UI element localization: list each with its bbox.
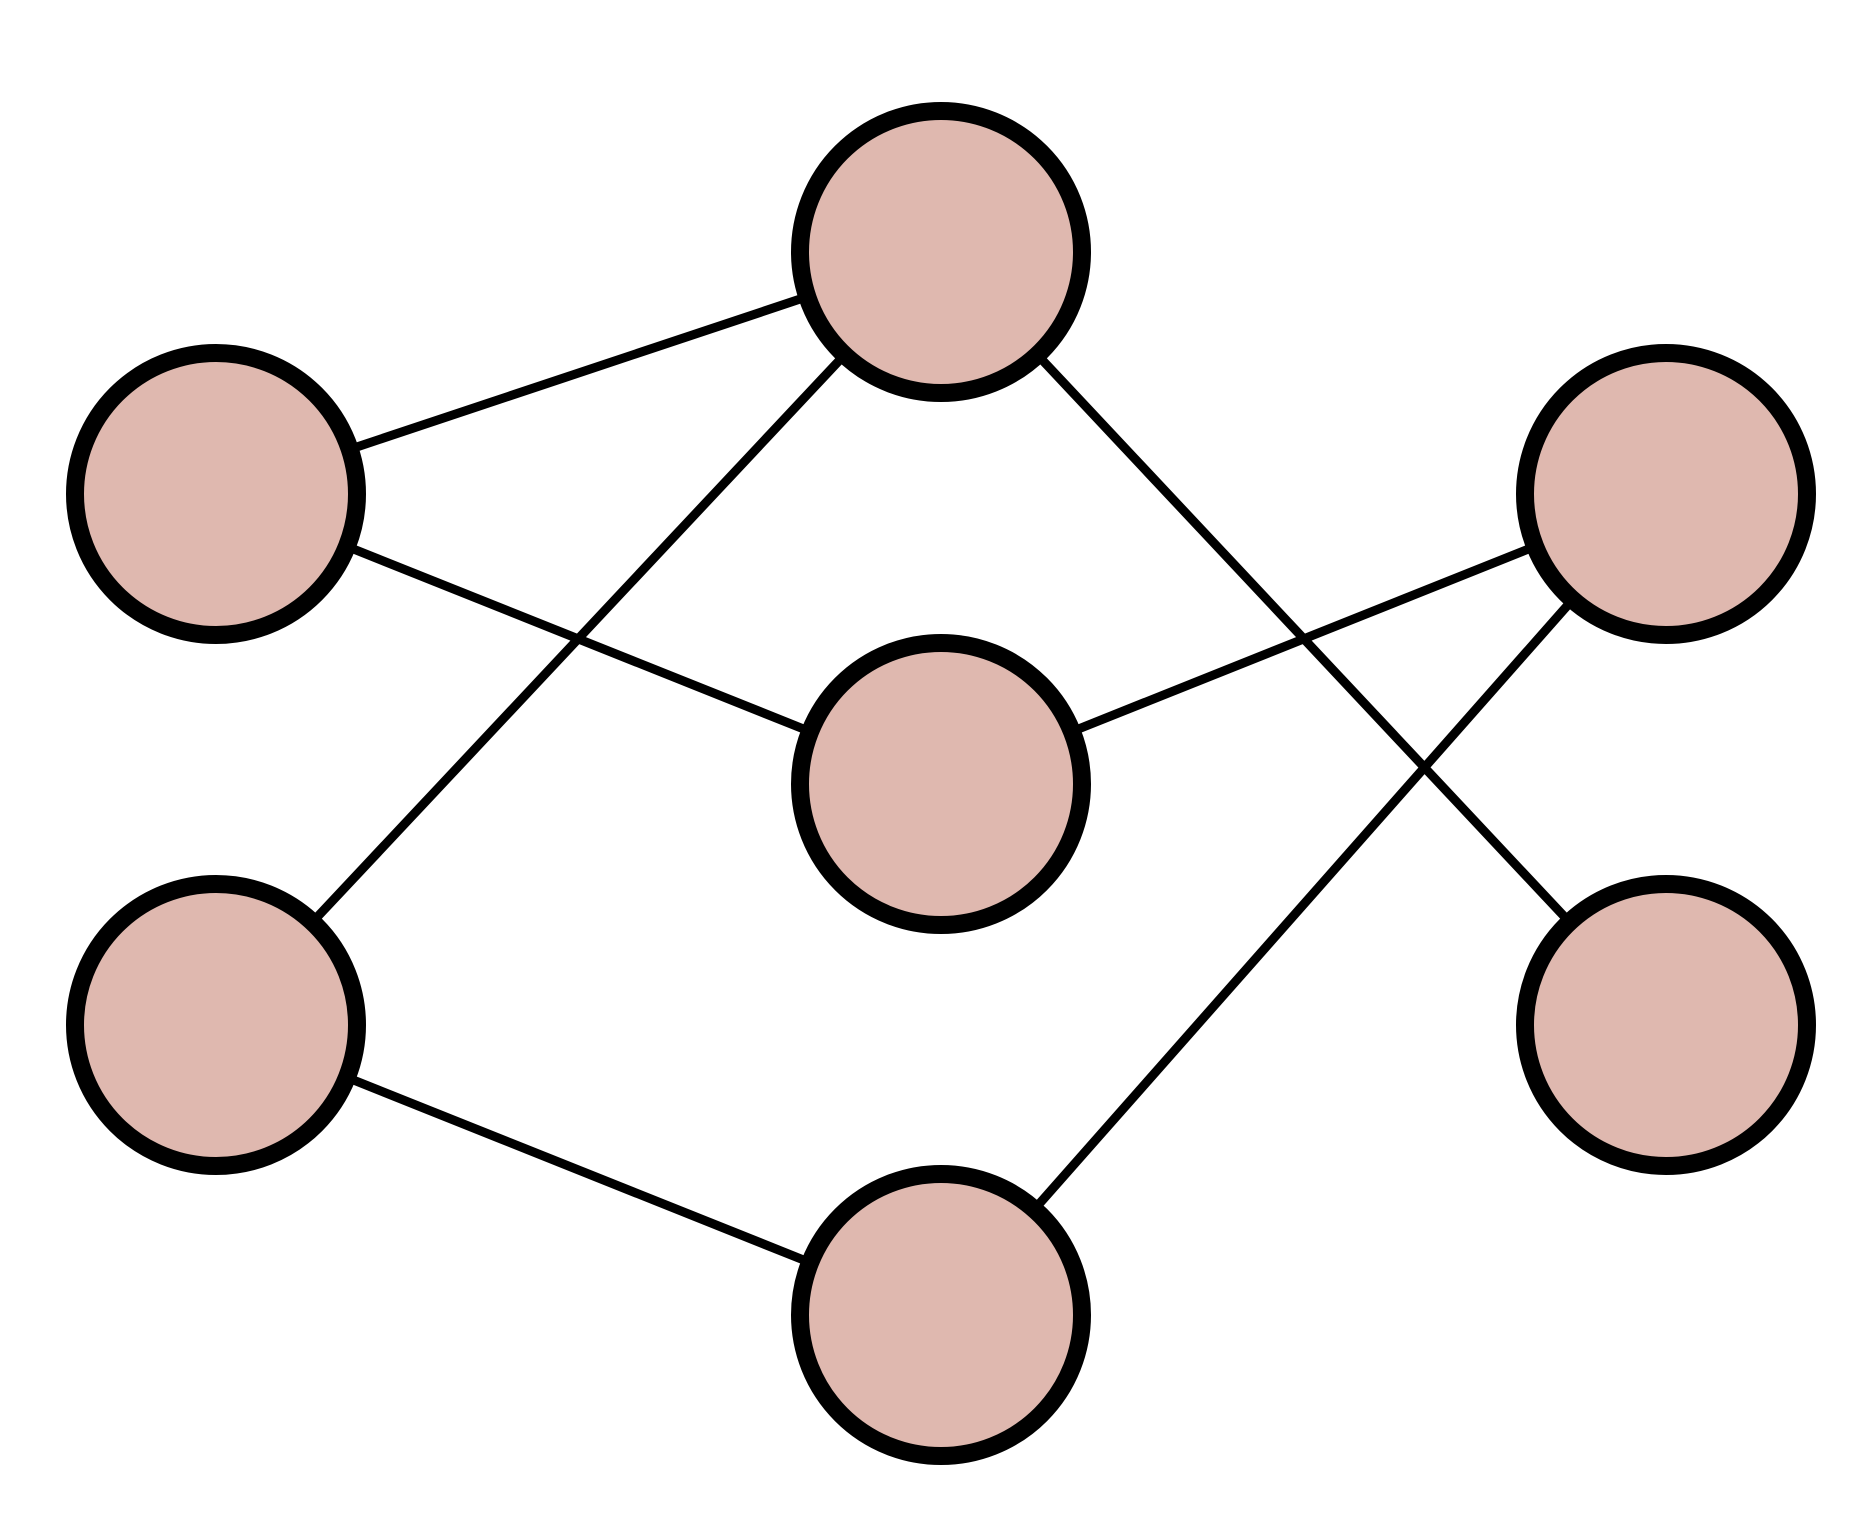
hidden-node-h2 xyxy=(791,634,1091,934)
edge-h3-o1 xyxy=(1035,601,1572,1208)
nodes-layer xyxy=(66,102,1816,1465)
edge-i2-h1 xyxy=(313,356,844,921)
edge-i1-h1 xyxy=(354,294,803,452)
edge-h2-o1 xyxy=(1076,544,1531,734)
hidden-node-h3 xyxy=(791,1165,1091,1465)
hidden-node-h1 xyxy=(791,102,1091,402)
input-node-i1 xyxy=(66,344,366,644)
output-node-o2 xyxy=(1516,875,1816,1175)
edge-i2-h3 xyxy=(351,1075,806,1265)
output-node-o1 xyxy=(1516,344,1816,644)
edges-layer xyxy=(313,294,1572,1265)
input-node-i2 xyxy=(66,875,366,1175)
